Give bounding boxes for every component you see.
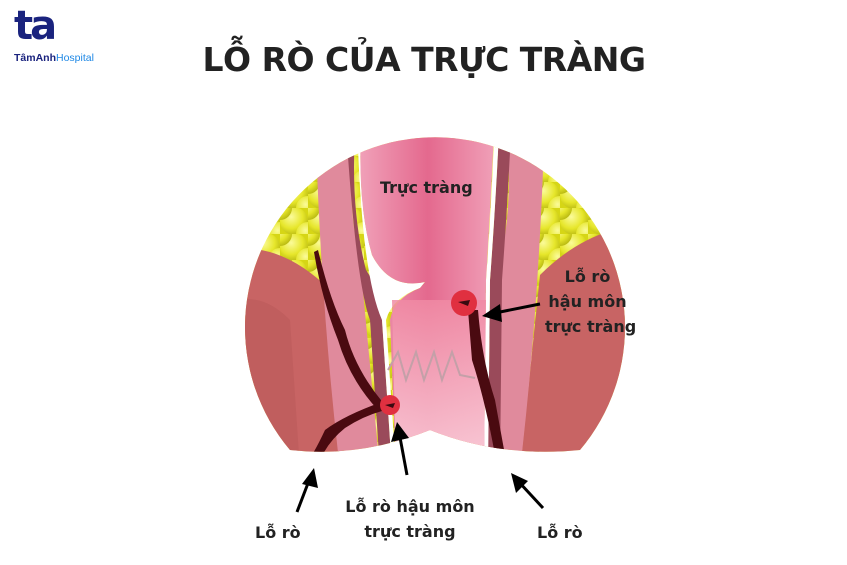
page-title: LỖ RÒ CỦA TRỰC TRÀNG [202, 40, 646, 79]
label-right-opening: Lỗ rò [537, 523, 583, 542]
label-right-fistula: Lỗ rò hậu môn trực tràng [545, 267, 637, 336]
label-left-opening: Lỗ rò [255, 523, 301, 542]
logo-name: TâmAnhHospital [14, 52, 94, 64]
hospital-logo: ta TâmAnhHospital [12, 4, 112, 70]
label-rectum: Trực tràng [380, 178, 473, 197]
fistula-tract-left [314, 250, 385, 410]
pointer-arrows [295, 302, 545, 513]
fistula-tract-right [468, 310, 505, 452]
logo-mark: ta [14, 3, 57, 49]
label-center-fistula: Lỗ rò hậu môn trực tràng [345, 497, 475, 541]
